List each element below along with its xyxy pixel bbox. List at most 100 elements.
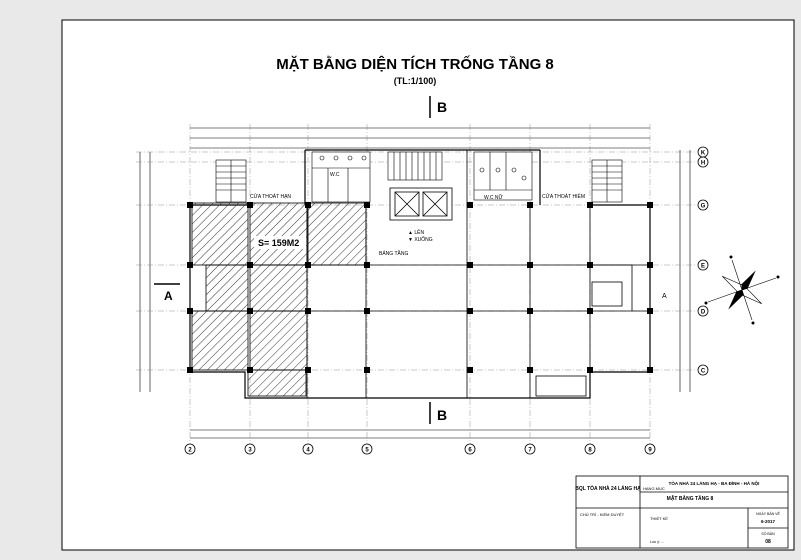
- stair-right: [591, 159, 623, 203]
- grid-column-label: 3: [248, 448, 252, 454]
- title-block-sheet-label: SỐ BẢN: [761, 531, 775, 536]
- dimension-lines-top: [190, 127, 650, 149]
- grid-row-labels: KH G E D C: [697, 146, 709, 376]
- grid-row-bubble: G: [697, 199, 709, 211]
- stair-lobby-label: BẢNG TẦNG: [379, 250, 408, 257]
- wc-right: [473, 151, 533, 201]
- grid-row-label: D: [701, 310, 706, 316]
- grid-row-bubble: H: [697, 156, 709, 168]
- wc-left: [311, 151, 371, 203]
- interior-walls: [190, 150, 650, 398]
- grid-column-bubble: 6: [464, 443, 476, 455]
- grid-row-bubble: K: [697, 146, 709, 158]
- grid-column-bubble: 9: [644, 443, 656, 455]
- grid-row-label: G: [701, 204, 706, 210]
- grid-column-bubble: 5: [361, 443, 373, 455]
- column-marker: [647, 308, 653, 314]
- title-block-owner: BQL TÒA NHÀ 24 LÁNG HẠ: [575, 484, 641, 492]
- wc-right-label: W.C NỮ: [484, 194, 503, 201]
- grid-row-label: K: [701, 151, 706, 157]
- area-label-bg: [254, 236, 306, 249]
- column-marker: [647, 262, 653, 268]
- svg-text:A: A: [164, 289, 173, 303]
- column-marker: [364, 367, 370, 373]
- grid-row-label: E: [701, 264, 705, 270]
- grid-column-bubble: 4: [302, 443, 314, 455]
- dimension-lines-right: [679, 150, 691, 392]
- grid-column-label: 2: [188, 448, 192, 454]
- column-marker: [247, 308, 253, 314]
- svg-text:A: A: [662, 293, 667, 300]
- grid-column-label: 8: [588, 448, 592, 454]
- column-marker: [467, 262, 473, 268]
- column-marker: [305, 367, 311, 373]
- grid-column-label: 5: [365, 448, 369, 454]
- column-marker: [305, 308, 311, 314]
- drawing-scale: (TL:1/100): [394, 76, 437, 86]
- column-marker: [247, 262, 253, 268]
- title-block-date-value: 6-2017: [761, 519, 776, 524]
- column-marker: [527, 367, 533, 373]
- lift-down-label: ▼ XUỐNG: [408, 236, 433, 243]
- grid-column-labels: 2 3 4 5 6 7 8 9: [184, 443, 656, 455]
- column-marker: [647, 367, 653, 373]
- grid-column-label: 9: [648, 448, 652, 454]
- stair-left: [215, 159, 247, 203]
- column-marker: [305, 202, 311, 208]
- lift-core: [389, 187, 453, 221]
- grid-column-bubble: 8: [584, 443, 596, 455]
- svg-text:B: B: [437, 99, 447, 115]
- grid-column-bubble: 3: [244, 443, 256, 455]
- title-block-drawn-by: CHỦ TRÌ - KIỂM DUYỆT: [580, 512, 625, 517]
- drawing-title: MẶT BẰNG DIỆN TÍCH TRỐNG TẦNG 8: [276, 55, 554, 73]
- exit-stair-right-label: CỬA THOÁT HIỂM: [542, 193, 585, 200]
- grid-row-label: H: [701, 161, 705, 167]
- column-marker: [187, 308, 193, 314]
- grid-row-bubble: C: [697, 364, 709, 376]
- exit-stair-left-label: CỬA THOÁT HẠN: [250, 193, 291, 200]
- title-block-sheet-name: MẶT BẰNG TẦNG 8: [667, 494, 714, 502]
- column-marker: [187, 367, 193, 373]
- column-marker: [587, 367, 593, 373]
- column-marker: [467, 202, 473, 208]
- column-marker: [247, 202, 253, 208]
- column-marker: [587, 262, 593, 268]
- column-marker: [587, 308, 593, 314]
- column-marker: [587, 202, 593, 208]
- column-marker: [527, 308, 533, 314]
- grid-row-bubble: E: [697, 259, 709, 271]
- grid-column-label: 4: [306, 448, 310, 454]
- title-block-sheet-number: 08: [765, 539, 771, 545]
- grid-column-label: 6: [468, 448, 472, 454]
- grid-row-bubble: D: [697, 305, 709, 317]
- paper-border: [61, 19, 795, 551]
- section-marker-b-bottom: B: [429, 402, 447, 424]
- column-marker: [247, 367, 253, 373]
- title-block-date-label: NGÀY BẢN VẼ: [756, 511, 780, 516]
- grid-column-label: 7: [528, 448, 532, 454]
- section-marker-a-right: A: [662, 293, 667, 300]
- dimension-lines-left: [139, 152, 151, 392]
- column-marker: [305, 262, 311, 268]
- title-block-checked: THIẾT KẾ: [650, 516, 668, 521]
- title-block-project: TÒA NHÀ 24 LÁNG HẠ - BA ĐÌNH - HÀ NỘI: [669, 479, 760, 486]
- dimension-lines-bottom: [190, 429, 650, 439]
- column-marker: [364, 262, 370, 268]
- title-block-project-prefix: HẠNG MỤC: [643, 486, 665, 491]
- column-marker: [647, 202, 653, 208]
- north-arrow-icon: [704, 255, 780, 325]
- column-marker: [527, 262, 533, 268]
- title-block-footer: Lưu ý: ...: [650, 540, 664, 544]
- svg-text:B: B: [437, 407, 447, 423]
- grid-column-bubble: 7: [524, 443, 536, 455]
- section-marker-a-left: A: [154, 283, 180, 303]
- structural-columns: [187, 202, 653, 373]
- lift-up-label: ▲ LÊN: [408, 228, 424, 236]
- column-marker: [364, 202, 370, 208]
- title-block: [575, 475, 789, 549]
- section-marker-b-top: B: [429, 96, 447, 118]
- grid-column-bubble: 2: [184, 443, 196, 455]
- stair-central: [387, 151, 443, 181]
- column-marker: [364, 308, 370, 314]
- column-marker: [467, 367, 473, 373]
